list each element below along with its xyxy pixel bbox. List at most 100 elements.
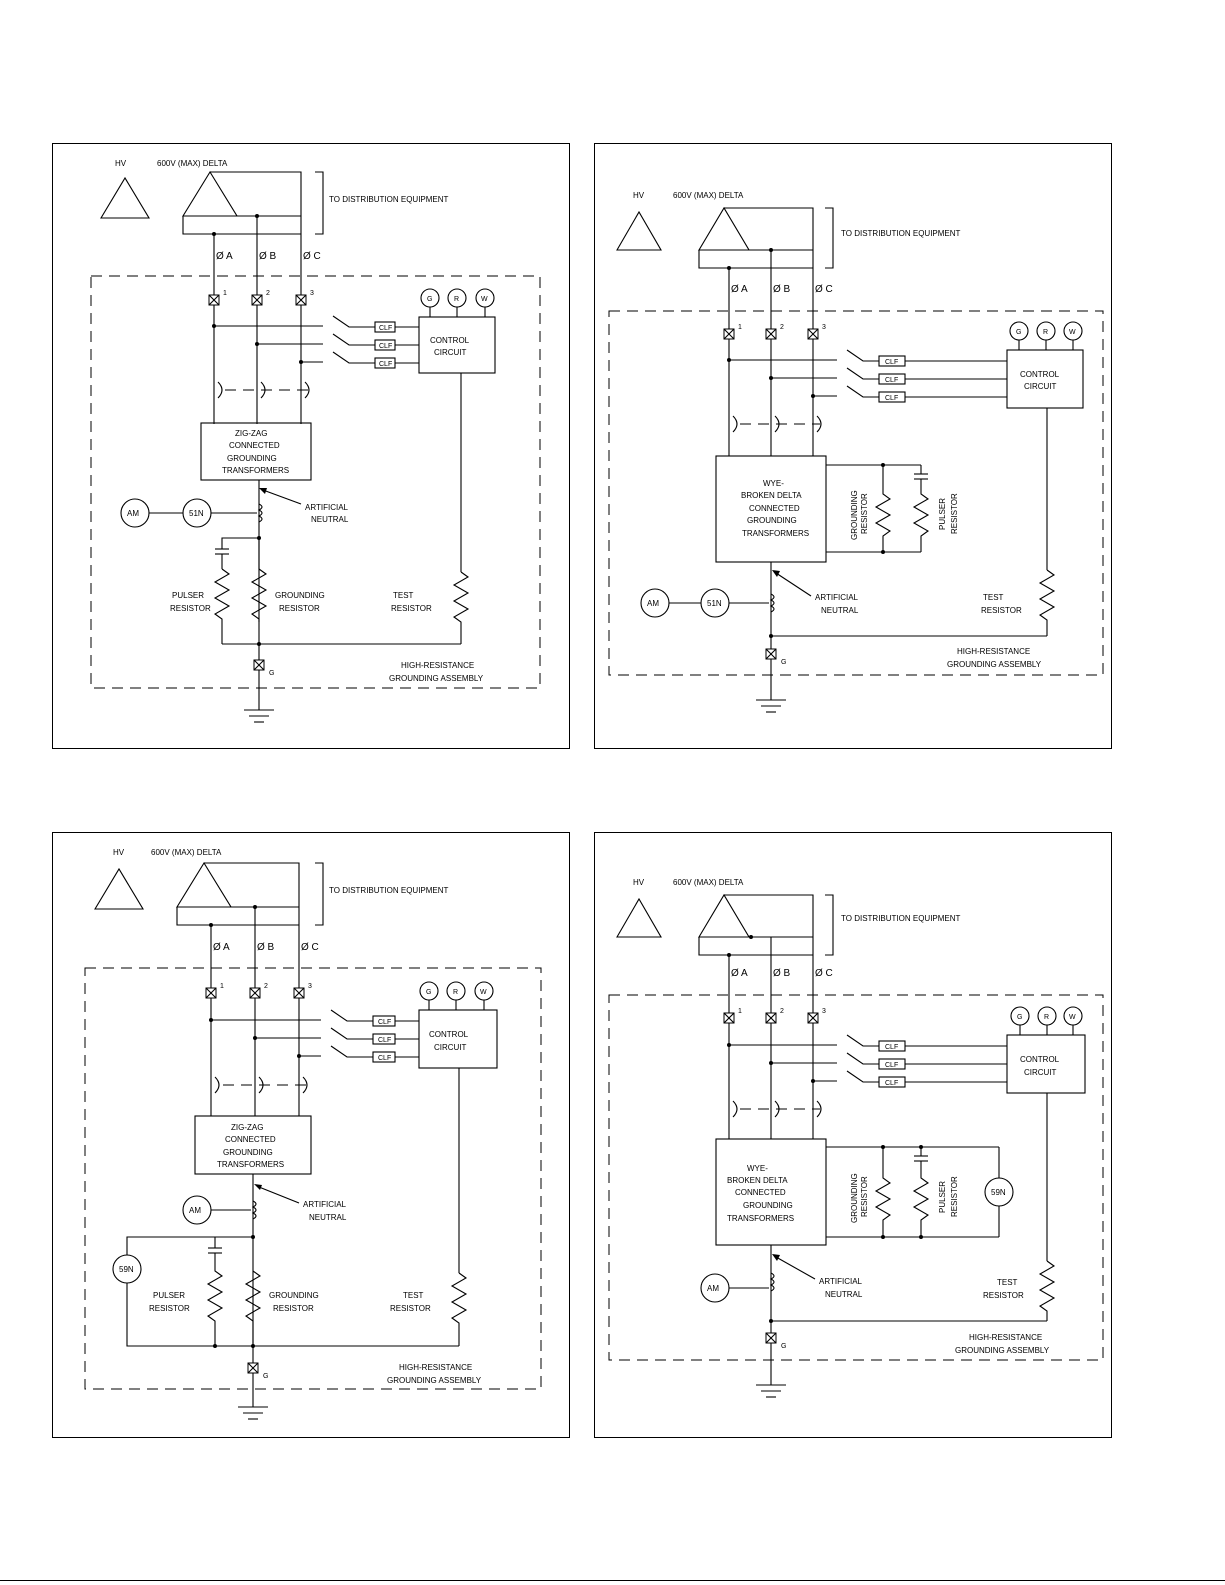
zigzag-transformer-box [200,422,312,481]
distribution-label: TO DISTRIBUTION EQUIPMENT [841,229,961,238]
breaker-g-icon [765,1332,777,1344]
distribution-label: TO DISTRIBUTION EQUIPMENT [329,195,449,204]
grounding-line-1: GROUNDING [850,1173,859,1223]
lamp-w-icon: W [1063,1006,1083,1026]
phase-c-label: Ø C [303,251,321,262]
hv-label: HV [113,848,125,857]
breaker-3-icon [807,1012,819,1024]
grounding-resistor [244,1270,262,1346]
transformer-line-2: CONNECTED [225,1135,276,1144]
breaker-2-label: 2 [780,1008,784,1015]
control-circuit-box [1006,349,1084,409]
breaker-3-label: 3 [822,324,826,331]
breaker-g-label: G [263,1373,268,1380]
transformer-line-1: WYE- [747,1164,768,1173]
phase-b-label: Ø B [773,968,791,979]
breaker-1-icon [723,328,735,340]
circuit-label: CIRCUIT [434,348,467,357]
fuse-2-label: CLF [378,1037,391,1044]
svg-text:G: G [1016,329,1021,336]
lamp-g-icon: G [419,981,439,1001]
pulser-line-1: PULSER [938,498,947,530]
hv-triangle-icon [616,210,662,251]
grounding-line-1: GROUNDING [275,591,325,600]
fuse-2-label: CLF [379,343,392,350]
lamp-g-icon: G [420,288,440,308]
lamp-w-icon: W [1063,321,1083,341]
test-line-2: RESISTOR [981,606,1022,615]
test-line-1: TEST [393,591,414,600]
breaker-3-icon [807,328,819,340]
assembly-line-1: HIGH-RESISTANCE [399,1363,472,1372]
delta-triangle-icon [698,206,750,251]
transformer-line-2: BROKEN DELTA [741,491,802,500]
svg-text:W: W [1069,329,1076,336]
fuse-1-label: CLF [378,1019,391,1026]
circuit-label: CIRCUIT [1024,1068,1057,1077]
diagram-canvas: HV 600V (MAX) DELTA TO DISTRIBUTION EQUI… [608,191,1104,713]
svg-text:G: G [427,296,432,303]
fuse-2-label: CLF [885,1062,898,1069]
test-resistor [1038,1260,1056,1321]
pulser-line-1: PULSER [153,1291,185,1300]
relay-label: 51N [707,599,722,608]
test-line-1: TEST [403,1291,424,1300]
neutral-line-1: ARTIFICIAL [303,1200,347,1209]
delta-label: 600V (MAX) DELTA [673,878,744,887]
assembly-boundary [608,310,1104,676]
transformer-line-4: TRANSFORMERS [217,1160,284,1169]
assembly-boundary [608,994,1104,1361]
breaker-1-icon [208,294,220,306]
grounding-resistor [250,568,268,644]
svg-text:W: W [481,296,488,303]
lamp-r-icon: R [1037,1006,1057,1026]
breaker-3-icon [293,987,305,999]
ground-icon [238,1406,268,1420]
diagram-canvas: HV 600V (MAX) DELTA TO DISTRIBUTION EQUI… [608,878,1104,1398]
ground-icon [756,699,786,713]
breaker-2-icon [249,987,261,999]
phase-c-label: Ø C [301,942,319,953]
control-circuit-box [418,1009,498,1069]
breaker-g-icon [247,1362,259,1374]
pulser-resistor [213,568,231,644]
breaker-1-icon [723,1012,735,1024]
neutral-line-2: NEUTRAL [825,1290,863,1299]
phase-a-label: Ø A [213,942,230,953]
diagram-zigzag-59n: HV 600V (MAX) DELTA TO DISTRIBUTION EQUI… [52,832,570,1438]
lamp-r-icon: R [1036,321,1056,341]
fuse-3-label: CLF [885,395,898,402]
breaker-g-label: G [781,1343,786,1350]
ammeter-label: AM [127,509,139,518]
lamp-r-icon: R [447,288,467,308]
control-label: CONTROL [1020,370,1060,379]
grounding-resistor [874,1147,892,1237]
breaker-2-icon [765,1012,777,1024]
hv-triangle-icon [94,867,144,910]
delta-label: 600V (MAX) DELTA [151,848,222,857]
relay-label: 51N [189,509,204,518]
transformer-line-1: ZIG-ZAG [235,429,267,438]
circuit-label: CIRCUIT [434,1043,467,1052]
phase-b-label: Ø B [259,251,277,262]
transformer-line-5: TRANSFORMERS [742,529,809,538]
diagram-wye-broken-delta-59n: HV 600V (MAX) DELTA TO DISTRIBUTION EQUI… [594,832,1112,1438]
breaker-1-icon [205,987,217,999]
assembly-line-1: HIGH-RESISTANCE [401,661,474,670]
breaker-2-icon [251,294,263,306]
hv-label: HV [633,191,645,200]
svg-text:R: R [454,296,459,303]
fuse-1-label: CLF [379,325,392,332]
transformer-line-1: ZIG-ZAG [231,1123,263,1132]
hv-label: HV [633,878,645,887]
grounding-line-2: RESISTOR [279,604,320,613]
ammeter-label: AM [707,1284,719,1293]
ammeter-label: AM [647,599,659,608]
transformer-line-2: BROKEN DELTA [727,1176,788,1185]
neutral-line-1: ARTIFICIAL [819,1277,863,1286]
svg-text:G: G [426,989,431,996]
breaker-1-label: 1 [220,983,224,990]
delta-label: 600V (MAX) DELTA [157,159,228,168]
distribution-label: TO DISTRIBUTION EQUIPMENT [329,886,449,895]
pulser-line-2: RESISTOR [950,493,959,534]
